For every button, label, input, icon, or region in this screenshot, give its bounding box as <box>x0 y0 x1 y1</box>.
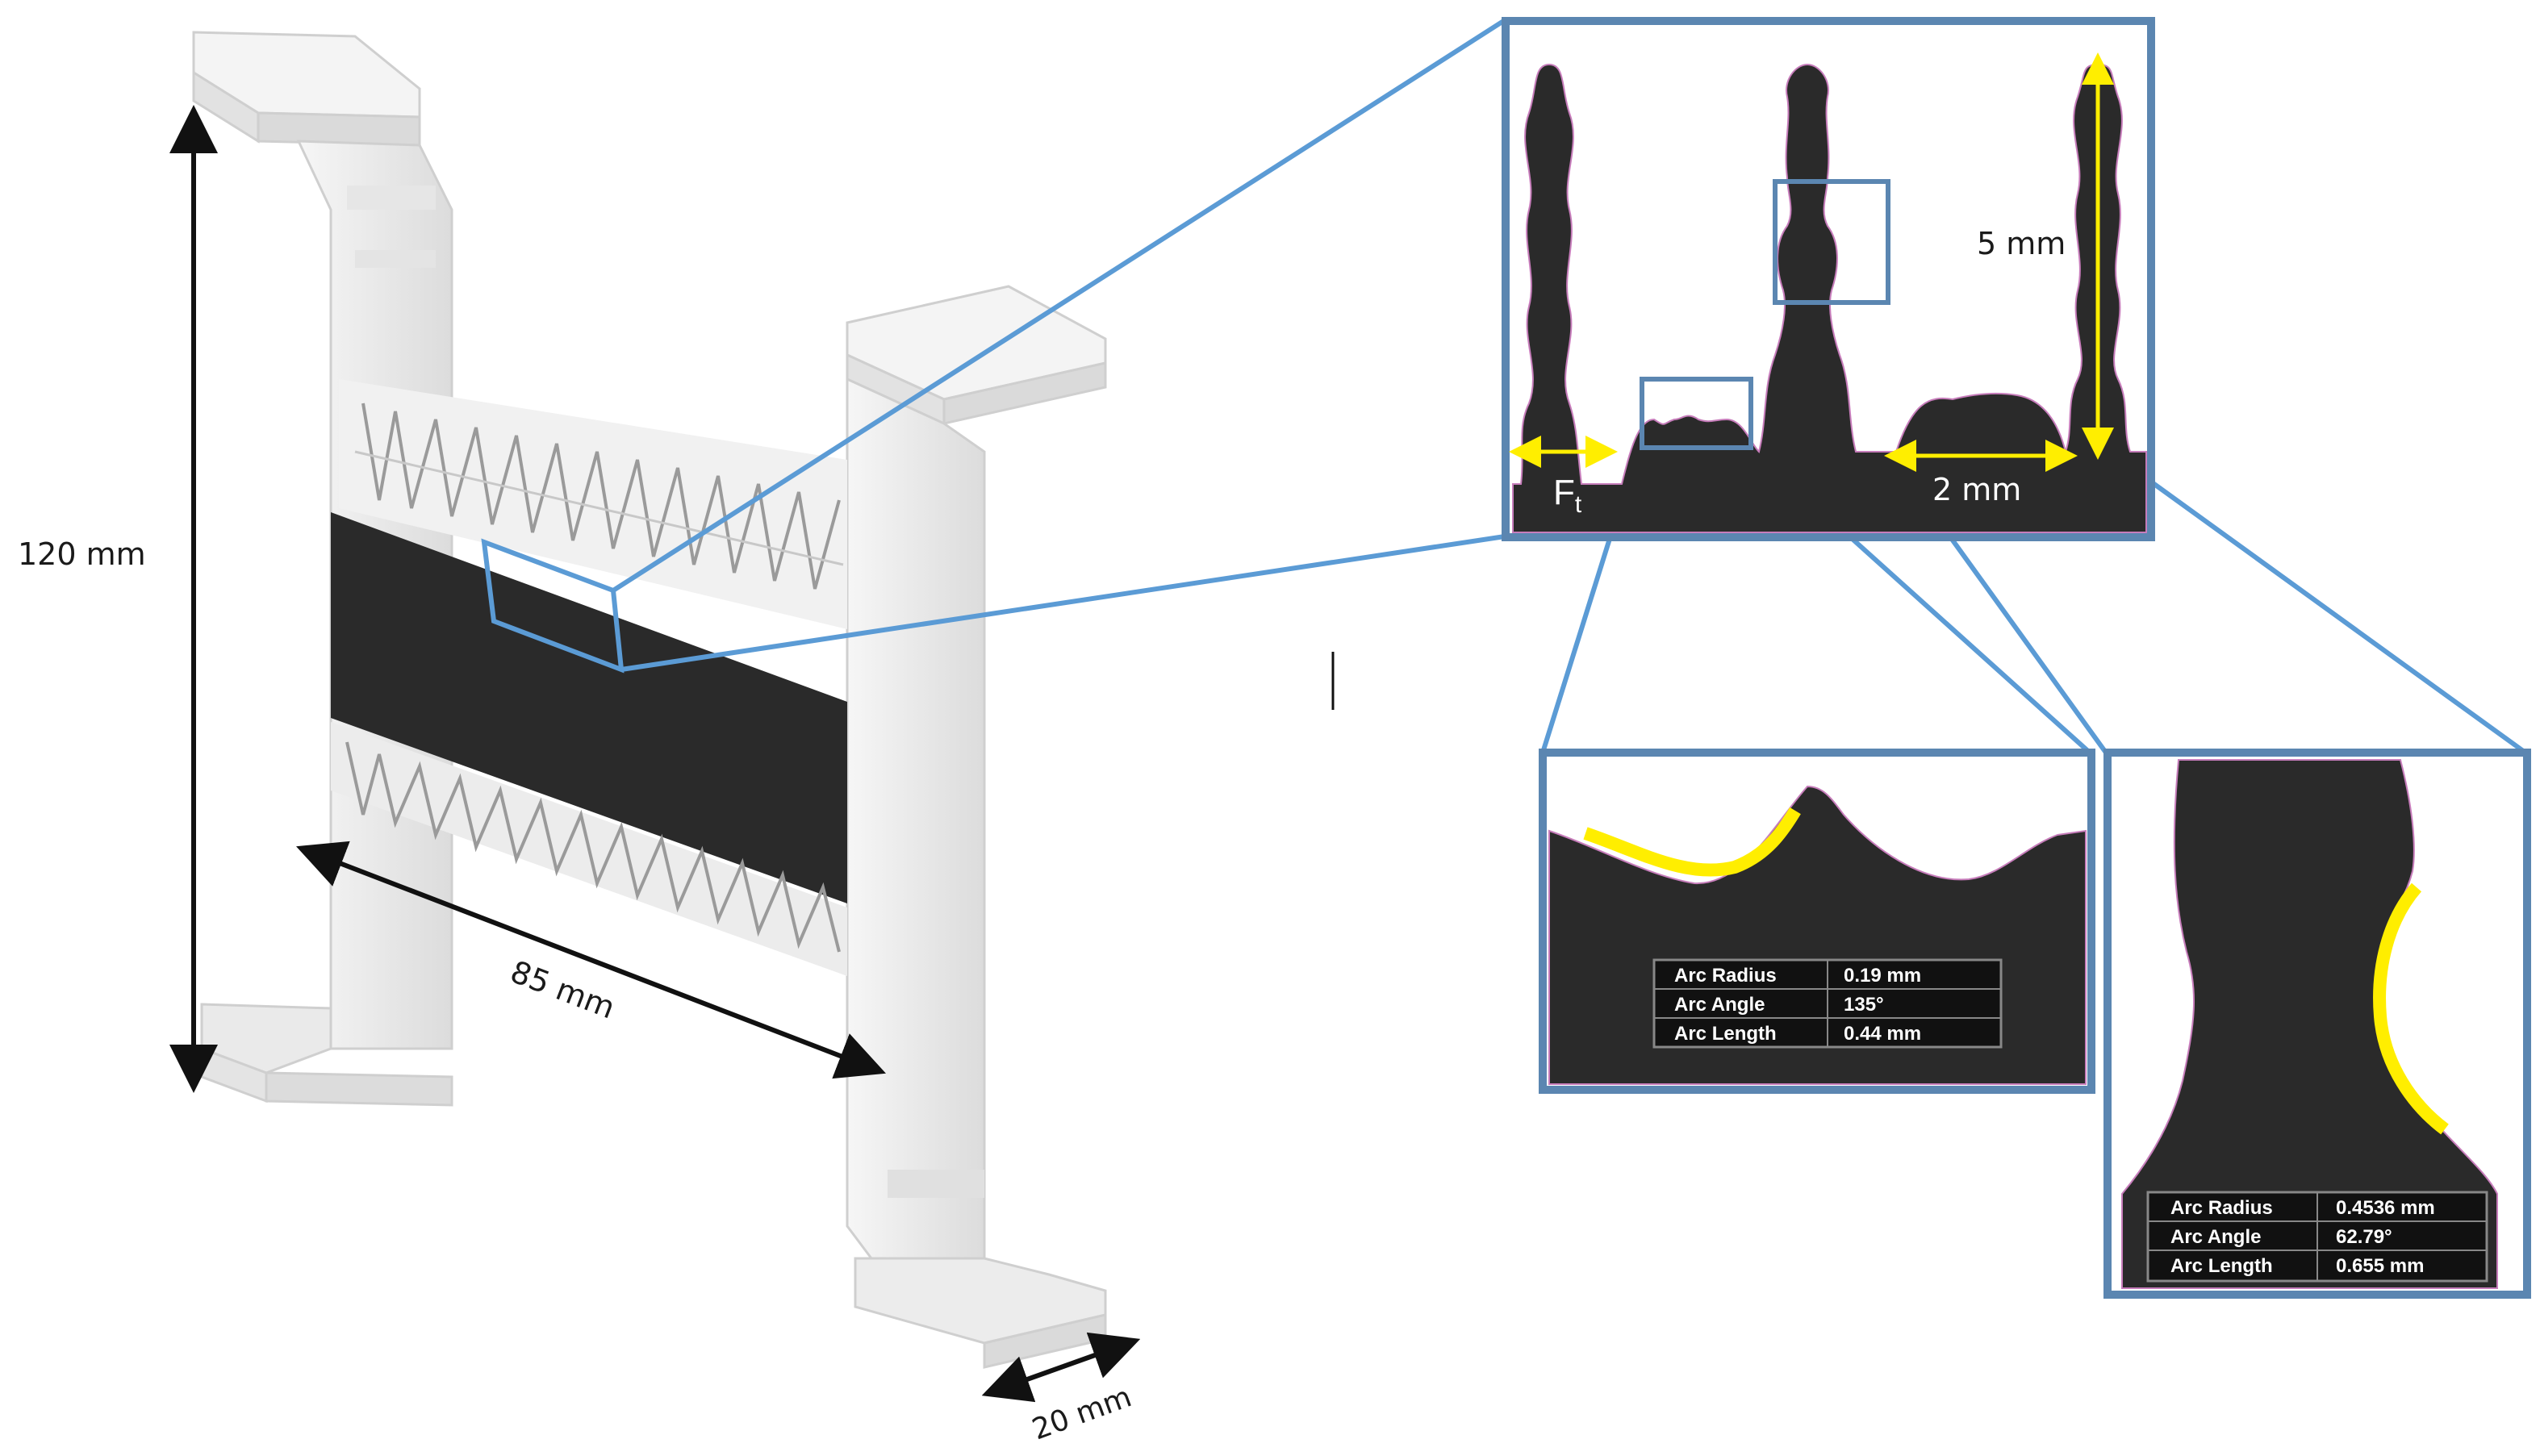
upper-fin-row <box>339 379 847 629</box>
fin-thickness-label: Ft <box>1553 473 1582 518</box>
table-value: 62.79° <box>2336 1226 2392 1248</box>
heat-sink-3d-model <box>192 31 1107 1369</box>
dimension-height: 120 mm <box>18 105 218 1093</box>
height-label: 120 mm <box>18 536 146 572</box>
neck-profile-shape <box>2121 759 2498 1289</box>
depth-label: 20 mm <box>1028 1380 1136 1446</box>
table-value: 0.44 mm <box>1844 1023 1921 1045</box>
neck-arc-highlight <box>2373 882 2449 1135</box>
fin-profile-detail-panel: Ft 2 mm 5 mm <box>1502 17 2155 541</box>
table-value: 135° <box>1844 994 1884 1016</box>
table-label: Arc Length <box>2170 1255 2273 1277</box>
table-label: Arc Angle <box>2170 1226 2261 1248</box>
table-value: 0.4536 mm <box>2336 1197 2435 1219</box>
table-value: 0.655 mm <box>2336 1255 2424 1277</box>
arc-detail-panel: Arc Radius 0.19 mm Arc Angle 135° Arc Le… <box>1539 749 2095 1094</box>
fin-spacing-label: 2 mm <box>1932 472 2021 507</box>
table-label: Arc Length <box>1674 1023 1777 1045</box>
base-plate <box>331 512 847 903</box>
fin-profile-shape <box>1512 63 2147 533</box>
table-label: Arc Angle <box>1674 994 1765 1016</box>
arc-data-table: Arc Radius 0.19 mm Arc Angle 135° Arc Le… <box>1652 958 2003 1049</box>
fin-height-label: 5 mm <box>1977 226 2066 261</box>
neck-detail-panel: Arc Radius 0.4536 mm Arc Angle 62.79° Ar… <box>2103 749 2531 1299</box>
dimension-depth: 20 mm <box>981 1332 1141 1446</box>
arc-highlight <box>1583 807 1801 877</box>
table-label: Arc Radius <box>2170 1197 2273 1219</box>
left-rail <box>192 31 453 1107</box>
table-value: 0.19 mm <box>1844 965 1921 987</box>
right-rail <box>846 285 1107 1369</box>
arc-region-box <box>1640 377 1753 450</box>
neck-region-box <box>1773 179 1890 305</box>
table-label: Arc Radius <box>1674 965 1777 987</box>
neck-data-table: Arc Radius 0.4536 mm Arc Angle 62.79° Ar… <box>2146 1191 2488 1283</box>
